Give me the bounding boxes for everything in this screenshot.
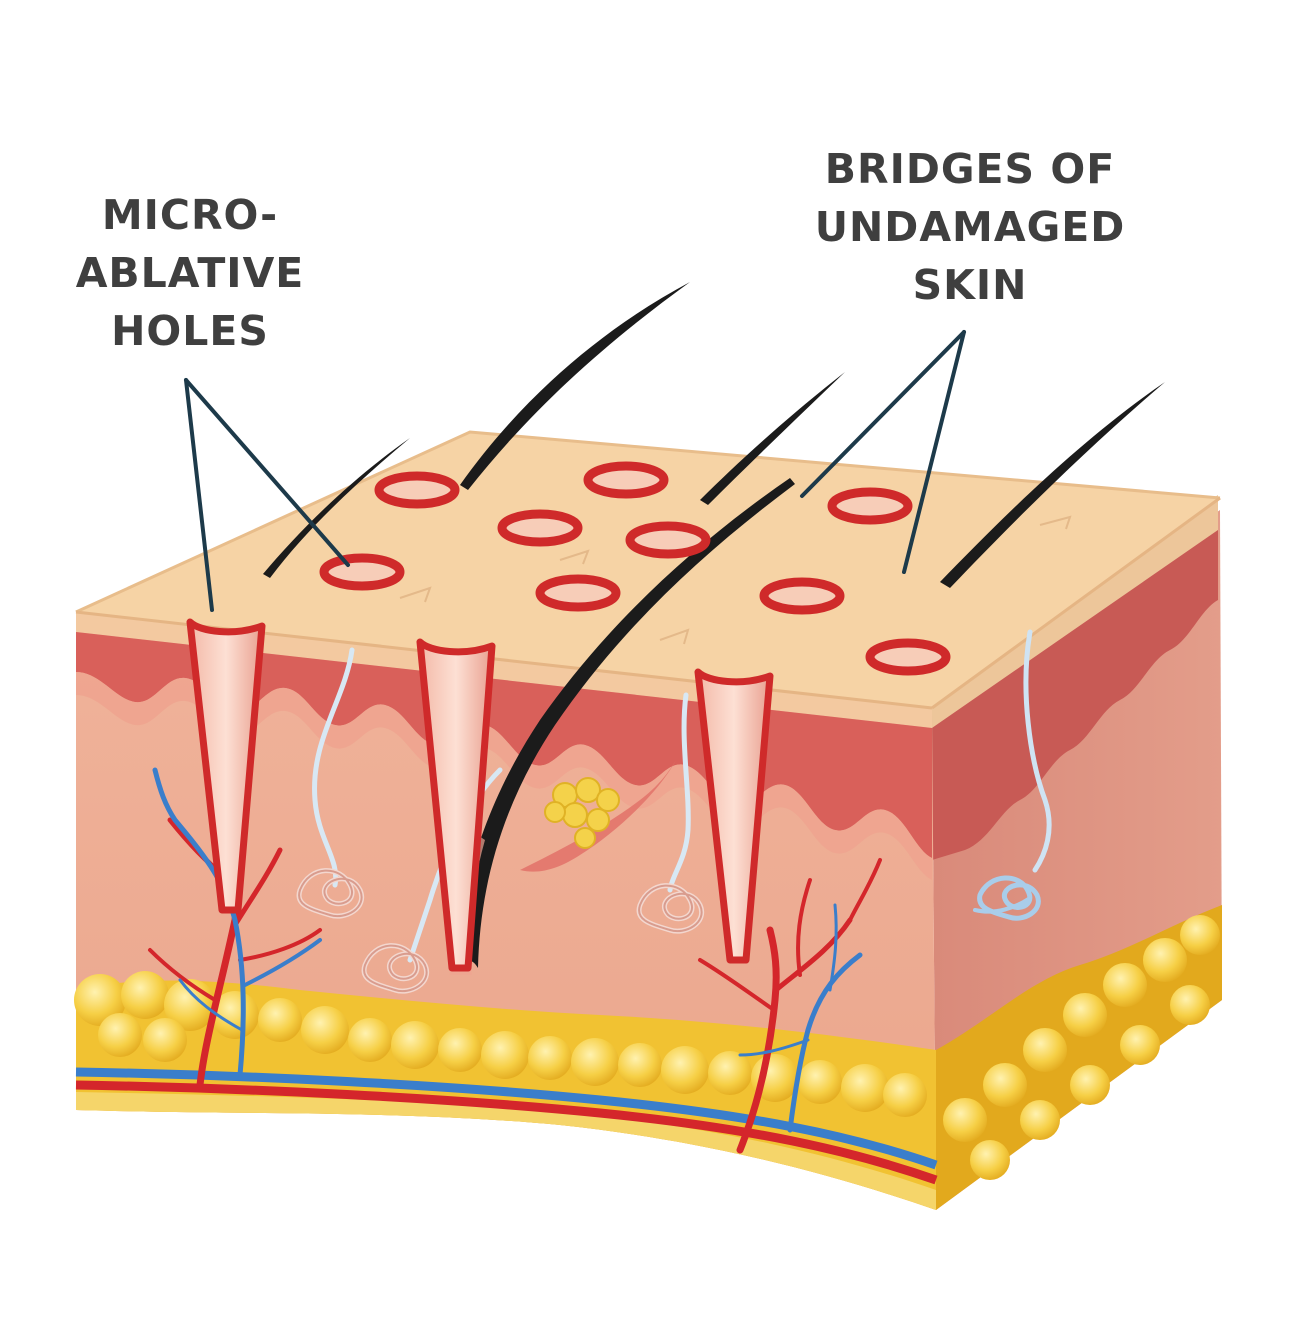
label-line: BRIDGES OF: [824, 145, 1116, 193]
main-blood-vessels: [75, 1067, 938, 1185]
label-line: UNDAMAGED: [814, 203, 1126, 251]
leader-lines: [184, 330, 966, 612]
label-line: HOLES: [111, 307, 269, 355]
micro-ablative-holes-cross-section: [186, 618, 774, 972]
sebaceous-gland: [520, 760, 676, 872]
label-line: SKIN: [912, 261, 1028, 309]
label-line: MICRO-: [101, 191, 279, 239]
label-line: ABLATIVE: [75, 249, 305, 297]
hairs: [263, 282, 1165, 968]
micro-ablative-holes-top: [319, 461, 951, 676]
label-micro-ablative-holes: MICRO- ABLATIVE HOLES: [40, 186, 340, 360]
label-bridges-of-undamaged-skin: BRIDGES OF UNDAMAGED SKIN: [790, 140, 1150, 314]
